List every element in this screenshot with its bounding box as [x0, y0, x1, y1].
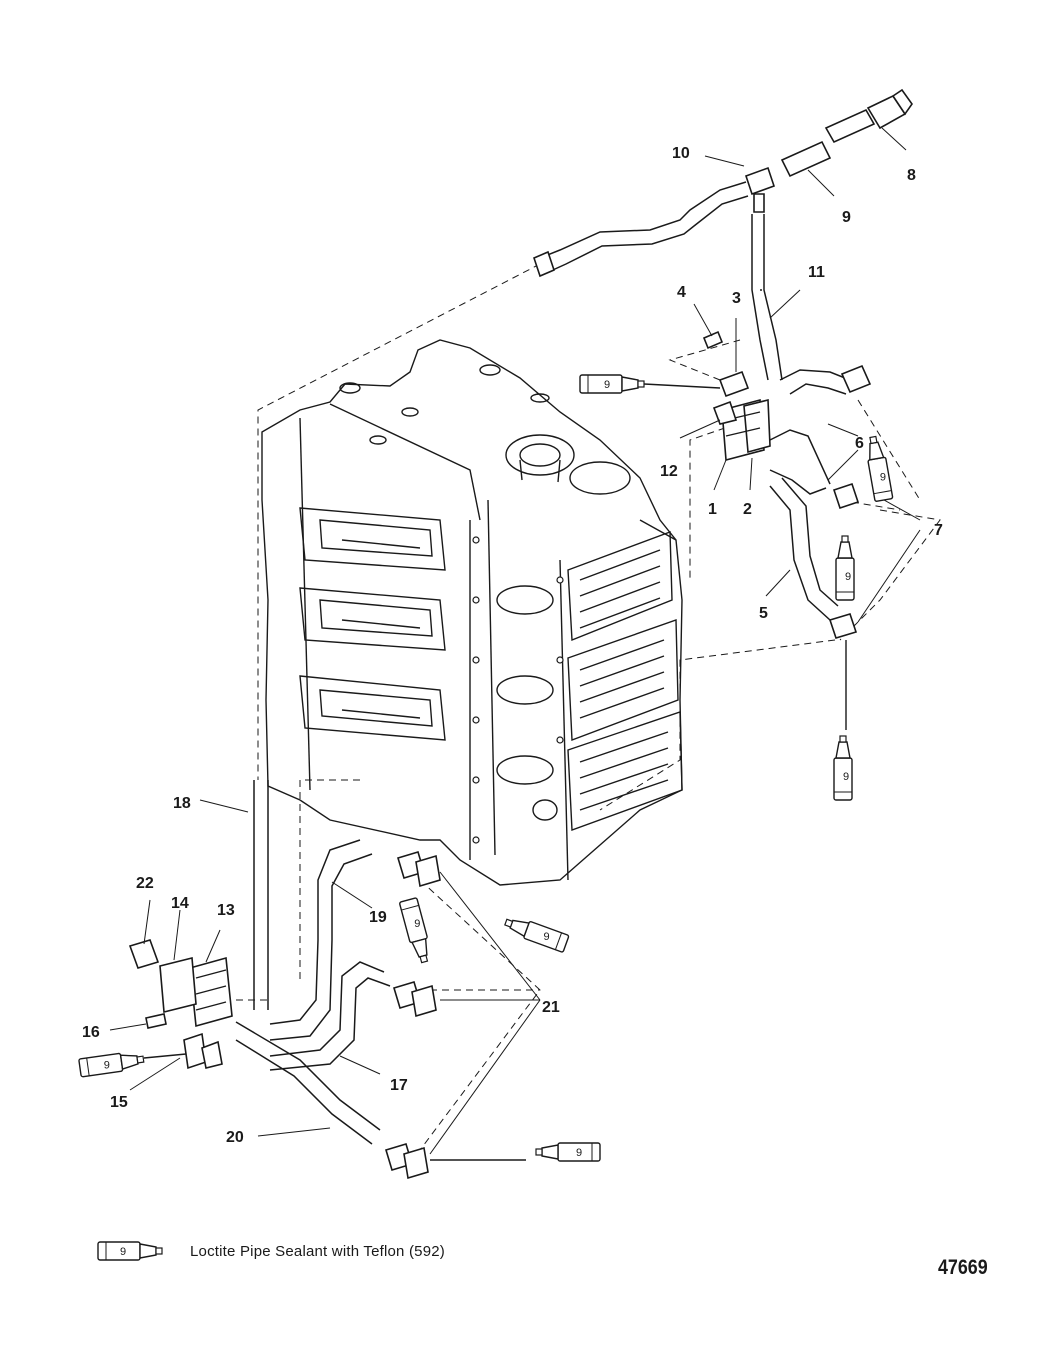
fitting-8: [866, 88, 913, 130]
figure-number: 47669: [938, 1256, 988, 1279]
callout-11: 11: [808, 264, 825, 281]
svg-text:9: 9: [576, 1147, 582, 1159]
callout-19: 19: [369, 909, 387, 926]
callout-2: 2: [743, 501, 752, 518]
legend-text: Loctite Pipe Sealant with Teflon (592): [190, 1242, 445, 1260]
svg-text:9: 9: [120, 1246, 126, 1258]
callout-6: 6: [855, 435, 864, 452]
sealant-tube: 9: [835, 535, 855, 601]
sealant-tube: 9: [863, 434, 894, 503]
callout-15: 15: [110, 1094, 128, 1111]
legend: 9 Loctite Pipe Sealant with Teflon (592): [96, 1238, 445, 1264]
sealant-tube: 9: [833, 735, 853, 801]
callout-9: 9: [842, 209, 851, 226]
lower-hose-assembly: [128, 780, 526, 1180]
callout-leaders: [109, 127, 921, 1155]
sealant-tubes: 9 9 9 9 9 9 9 9: [78, 374, 894, 1162]
callout-labels: 1 2 3 4 5 6 7 8 9 10 11 12 13 14 15 16 1…: [82, 145, 943, 1146]
callout-10: 10: [672, 145, 690, 162]
sealant-tube: 9: [78, 1049, 146, 1078]
callout-21: 21: [542, 999, 560, 1016]
svg-text:9: 9: [414, 918, 420, 930]
callout-7: 7: [934, 522, 943, 539]
callout-18: 18: [173, 795, 191, 812]
callout-13: 13: [217, 902, 235, 919]
svg-text:9: 9: [845, 571, 851, 583]
callout-16: 16: [82, 1024, 100, 1041]
sealant-tube: 9: [502, 912, 570, 954]
sealant-tube-icon: 9: [97, 1241, 163, 1261]
svg-text:9: 9: [843, 771, 849, 783]
svg-text:9: 9: [604, 379, 610, 391]
callout-4: 4: [677, 284, 686, 301]
callout-12: 12: [660, 463, 678, 480]
sealant-tube: 9: [535, 1142, 601, 1162]
callout-8: 8: [907, 167, 916, 184]
upper-hose-assembly: [533, 88, 913, 730]
svg-text:9: 9: [880, 471, 886, 483]
callout-3: 3: [732, 290, 741, 307]
svg-text:9: 9: [104, 1060, 110, 1072]
sealant-tube: 9: [579, 374, 645, 394]
callout-17: 17: [390, 1077, 408, 1094]
callout-5: 5: [759, 605, 768, 622]
sealant-tube: 9: [398, 896, 434, 965]
svg-text:9: 9: [543, 931, 549, 943]
callout-20: 20: [226, 1129, 244, 1146]
cylinder-block: [261, 339, 683, 886]
callout-14: 14: [171, 895, 189, 912]
callout-22: 22: [136, 875, 154, 892]
callout-1: 1: [708, 501, 717, 518]
